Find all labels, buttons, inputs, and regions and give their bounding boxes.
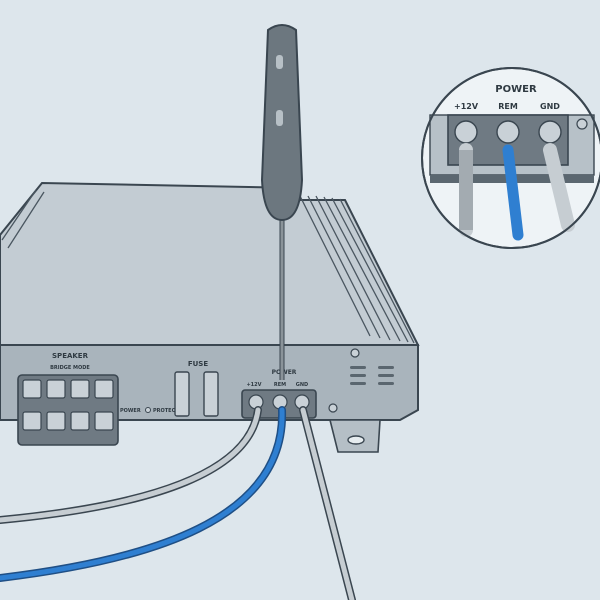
fuse-holders: FUSE xyxy=(174,360,219,417)
vent-slots xyxy=(350,366,394,385)
speaker-mode-label: BRIDGE MODE xyxy=(50,365,90,371)
inset-screw-icon xyxy=(538,120,562,144)
inset-wire-gnd xyxy=(543,143,575,232)
speaker-terminal-block: SPEAKER BRIDGE MODE xyxy=(17,352,119,446)
speaker-screws xyxy=(22,379,114,431)
power-label-gnd: GND xyxy=(296,382,308,388)
power-led-label: POWER xyxy=(120,408,141,414)
front-screw-icon xyxy=(328,403,338,413)
status-indicators: POWER PROTEC xyxy=(120,407,176,414)
inset-title: POWER xyxy=(495,84,537,95)
led-icon xyxy=(145,407,151,413)
bracket-hole-icon xyxy=(347,435,365,445)
speaker-block xyxy=(17,374,119,446)
fuse-1 xyxy=(174,371,190,417)
heatsink-fins xyxy=(1,189,415,344)
inset-label-gnd: GND xyxy=(540,102,560,111)
front-screw-icon xyxy=(350,348,360,358)
inset-screw-icon xyxy=(496,120,520,144)
zoom-inset: POWER +12V REM GND xyxy=(421,67,600,249)
inset-label-rem: REM xyxy=(498,102,518,111)
inset-wire-rem xyxy=(502,144,524,241)
wires xyxy=(0,406,356,600)
speaker-title: SPEAKER xyxy=(52,352,89,360)
amplifier-top xyxy=(0,181,420,346)
power-label-12v: +12V xyxy=(246,382,261,388)
inset-screw-icon xyxy=(454,120,478,144)
protect-led-label: PROTEC xyxy=(153,408,176,414)
power-label-rem: REM xyxy=(274,382,286,388)
fuse-title: FUSE xyxy=(188,360,209,368)
inset-label-12v: +12V xyxy=(454,102,479,111)
fuse-2 xyxy=(203,371,219,417)
inset-side-screw-icon xyxy=(576,118,588,130)
screwdriver xyxy=(260,24,304,380)
